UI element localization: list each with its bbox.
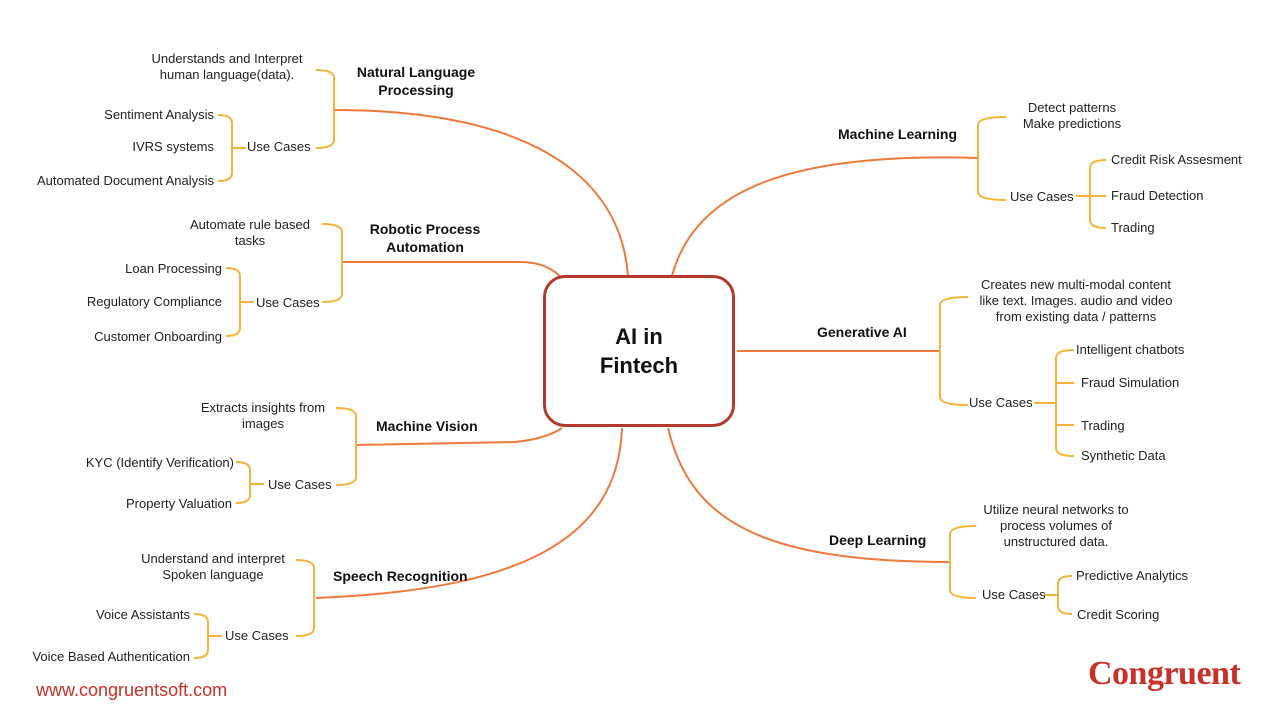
dl-use-case-item: Credit Scoring bbox=[1077, 607, 1160, 622]
bracket-rpa-uses bbox=[225, 267, 254, 337]
dl-description-line3: unstructured data. bbox=[1003, 534, 1109, 549]
branch-title-dl: Deep Learning bbox=[829, 532, 927, 548]
dl-description: Utilize neural networks to process volum… bbox=[970, 502, 1142, 550]
genai-use-cases-label: Use Cases bbox=[969, 395, 1033, 410]
ml-description-line1: Detect patterns bbox=[1027, 100, 1117, 115]
ml-description-line2: Make predictions bbox=[1022, 116, 1122, 131]
nlp-description: Understands and Interpret human language… bbox=[140, 51, 314, 83]
ml-use-case-item: Fraud Detection bbox=[1111, 188, 1204, 203]
branch-line-vision bbox=[355, 427, 563, 446]
bracket-ml-uses bbox=[1076, 159, 1107, 229]
nlp-description-line1: Understands and Interpret bbox=[151, 51, 303, 66]
branch-title-speech: Speech Recognition bbox=[333, 568, 468, 584]
bracket-dl-uses bbox=[1044, 575, 1073, 615]
bracket-vision-main bbox=[335, 407, 357, 486]
dl-use-cases-label: Use Cases bbox=[982, 587, 1046, 602]
branch-title-rpa-line1: Robotic Process bbox=[369, 221, 481, 237]
genai-description-line3: from existing data / patterns bbox=[995, 309, 1157, 324]
nlp-use-cases-label: Use Cases bbox=[247, 139, 311, 154]
genai-description-line1: Creates new multi-modal content bbox=[980, 277, 1172, 292]
vision-description: Extracts insights from images bbox=[190, 400, 336, 432]
center-node: AI in Fintech bbox=[543, 275, 735, 427]
rpa-description-line2: tasks bbox=[234, 233, 266, 248]
genai-description: Creates new multi-modal content like tex… bbox=[966, 277, 1186, 325]
congruent-logo: Congruent bbox=[1088, 655, 1241, 692]
bracket-nlp-uses bbox=[217, 114, 246, 182]
genai-description-line2: like text. Images. audio and video bbox=[979, 293, 1173, 308]
nlp-description-line2: human language(data). bbox=[159, 67, 295, 82]
rpa-use-case-item: Customer Onboarding bbox=[94, 329, 222, 344]
bracket-vision-uses bbox=[235, 461, 264, 504]
nlp-use-case-item: Sentiment Analysis bbox=[104, 107, 214, 122]
bracket-rpa-main bbox=[321, 223, 343, 303]
rpa-description: Automate rule based tasks bbox=[180, 217, 320, 249]
genai-use-case-item: Intelligent chatbots bbox=[1076, 342, 1185, 357]
dl-description-line2: process volumes of bbox=[1000, 518, 1112, 533]
speech-use-case-item: Voice Based Authentication bbox=[32, 649, 190, 664]
dl-use-case-item: Predictive Analytics bbox=[1076, 568, 1188, 583]
branch-line-nlp bbox=[333, 109, 629, 277]
branch-line-rpa bbox=[342, 261, 563, 279]
branch-line-ml bbox=[671, 156, 979, 277]
rpa-description-line1: Automate rule based bbox=[190, 217, 310, 232]
speech-description: Understand and interpret Spoken language bbox=[130, 551, 296, 583]
branch-line-speech bbox=[315, 427, 623, 599]
branch-title-rpa-line2: Automation bbox=[386, 239, 464, 255]
center-title: AI in Fintech bbox=[599, 324, 679, 378]
branch-title-vision: Machine Vision bbox=[376, 418, 478, 434]
branch-title-nlp-line2: Processing bbox=[378, 82, 454, 98]
branch-title-rpa: Robotic Process Automation bbox=[355, 220, 495, 256]
ml-use-cases-label: Use Cases bbox=[1010, 189, 1074, 204]
branch-title-nlp: Natural Language Processing bbox=[346, 63, 486, 99]
rpa-use-cases-label: Use Cases bbox=[256, 295, 320, 310]
ml-use-case-item: Credit Risk Assesment bbox=[1111, 152, 1242, 167]
speech-use-case-item: Voice Assistants bbox=[96, 607, 190, 622]
speech-description-line1: Understand and interpret bbox=[141, 551, 285, 566]
nlp-use-case-item: IVRS systems bbox=[132, 139, 214, 154]
ml-description: Detect patterns Make predictions bbox=[1002, 100, 1142, 132]
dl-description-line1: Utilize neural networks to bbox=[983, 502, 1129, 517]
vision-use-case-item: KYC (Identify Verification) bbox=[85, 455, 234, 470]
bracket-dl-main bbox=[949, 525, 977, 599]
speech-use-cases-label: Use Cases bbox=[225, 628, 289, 643]
vision-use-cases-label: Use Cases bbox=[268, 477, 332, 492]
branch-title-genai: Generative AI bbox=[817, 324, 907, 340]
vision-use-case-item: Property Valuation bbox=[126, 496, 232, 511]
vision-description-line1: Extracts insights from bbox=[200, 400, 326, 415]
branch-line-dl bbox=[667, 427, 951, 563]
bracket-genai-main bbox=[939, 296, 969, 406]
genai-use-case-item: Fraud Simulation bbox=[1081, 375, 1180, 390]
speech-description-line2: Spoken language bbox=[162, 567, 264, 582]
rpa-use-case-item: Regulatory Compliance bbox=[86, 294, 222, 309]
bracket-speech-uses bbox=[193, 613, 222, 659]
genai-use-case-item: Synthetic Data bbox=[1081, 448, 1166, 463]
nlp-use-case-item: Automated Document Analysis bbox=[36, 173, 214, 188]
website-link[interactable]: www.congruentsoft.com bbox=[36, 680, 228, 700]
vision-description-line2: images bbox=[242, 416, 284, 431]
bracket-nlp-main bbox=[315, 69, 335, 149]
rpa-use-case-item: Loan Processing bbox=[125, 261, 222, 276]
ml-use-case-item: Trading bbox=[1111, 220, 1155, 235]
genai-use-case-item: Trading bbox=[1081, 418, 1125, 433]
bracket-genai-uses bbox=[1034, 349, 1075, 457]
branch-title-nlp-line1: Natural Language bbox=[356, 64, 476, 80]
bracket-speech-main bbox=[295, 559, 315, 637]
bracket-ml-main bbox=[977, 116, 1007, 201]
branch-title-ml: Machine Learning bbox=[838, 126, 958, 142]
